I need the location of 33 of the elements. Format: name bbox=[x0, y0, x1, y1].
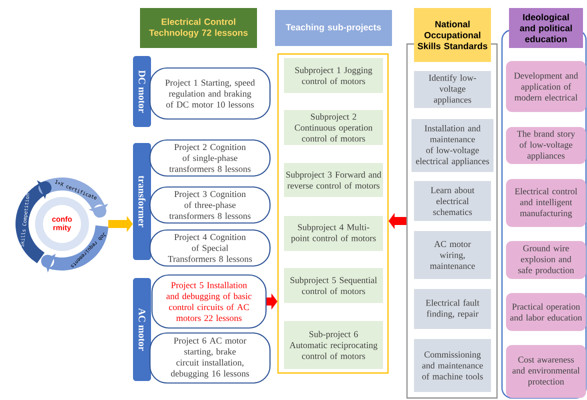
column-header: Electrical Control Technology 72 lessons bbox=[140, 8, 257, 48]
category-band: transformer bbox=[133, 143, 151, 260]
subproject-box: Subproject 5 Sequential control of motors bbox=[284, 268, 383, 303]
project-box: Project 2 Cognition of single-phase transformers 8 lessons bbox=[149, 139, 271, 177]
topic-box: Ground wire explosion and safe production bbox=[506, 241, 586, 279]
column-header: Ideological and political education bbox=[509, 8, 583, 48]
subproject-box: Subproject 1 Jogging control of motors bbox=[284, 58, 383, 93]
category-band: DC motor bbox=[133, 56, 151, 127]
topic-box: The brand story of low-voltage appliances bbox=[506, 127, 586, 164]
category-band: AC motor bbox=[133, 278, 151, 381]
standard-box: AC motor wiring, maintenance bbox=[414, 231, 491, 279]
subproject-box: Subproject 3 Forward and reverse control of motors bbox=[284, 163, 383, 197]
standard-box: Commissioning and maintenance of machine tools bbox=[414, 339, 491, 392]
project-box: Project 1 Starting, speed regulation and braking of DC motor 10 lessons bbox=[149, 67, 271, 120]
project-box: Project 4 Cognition of Special Transformers 8 lessons bbox=[149, 229, 271, 267]
topic-box: Cost awareness and environmental protection bbox=[506, 345, 586, 398]
topic-box: Electrical control and intelligent manufacturing bbox=[506, 179, 586, 227]
project-box: Project 3 Cognition of three-phase transformers 8 lessons bbox=[149, 186, 271, 224]
topic-box: Development and application of modern electrical bbox=[506, 61, 586, 112]
topic-box: Practical operation and labor education bbox=[506, 293, 586, 331]
standards-frame bbox=[406, 43, 498, 399]
project-box: Project 6 AC motor starting, brake circuit installation, debugging 16 lessons bbox=[149, 332, 271, 384]
subproject-box: Subproject 2 Continuous operation control of motors bbox=[284, 110, 383, 145]
subproject-box: Subproject 4 Multi-point control of motors bbox=[284, 216, 383, 251]
column-header: Teaching sub-projects bbox=[275, 10, 392, 46]
standard-box: Electrical fault finding, repair bbox=[414, 289, 491, 329]
subproject-box: Sub-project 6 Automatic reciprocating control of motors bbox=[284, 321, 383, 369]
column-header: National Occupational Skills Standards bbox=[414, 8, 491, 62]
standard-box: Identify low-voltage appliances bbox=[414, 71, 491, 108]
project-box: Project 5 Installation and debugging of basic control circuits of AC motors 22 lessons bbox=[151, 274, 267, 329]
standard-box: Installation and maintenance of low-voltage electrical appliances bbox=[412, 119, 494, 172]
standard-box: Learn about electrical schematics bbox=[414, 181, 491, 221]
subproject-frame bbox=[277, 53, 389, 374]
